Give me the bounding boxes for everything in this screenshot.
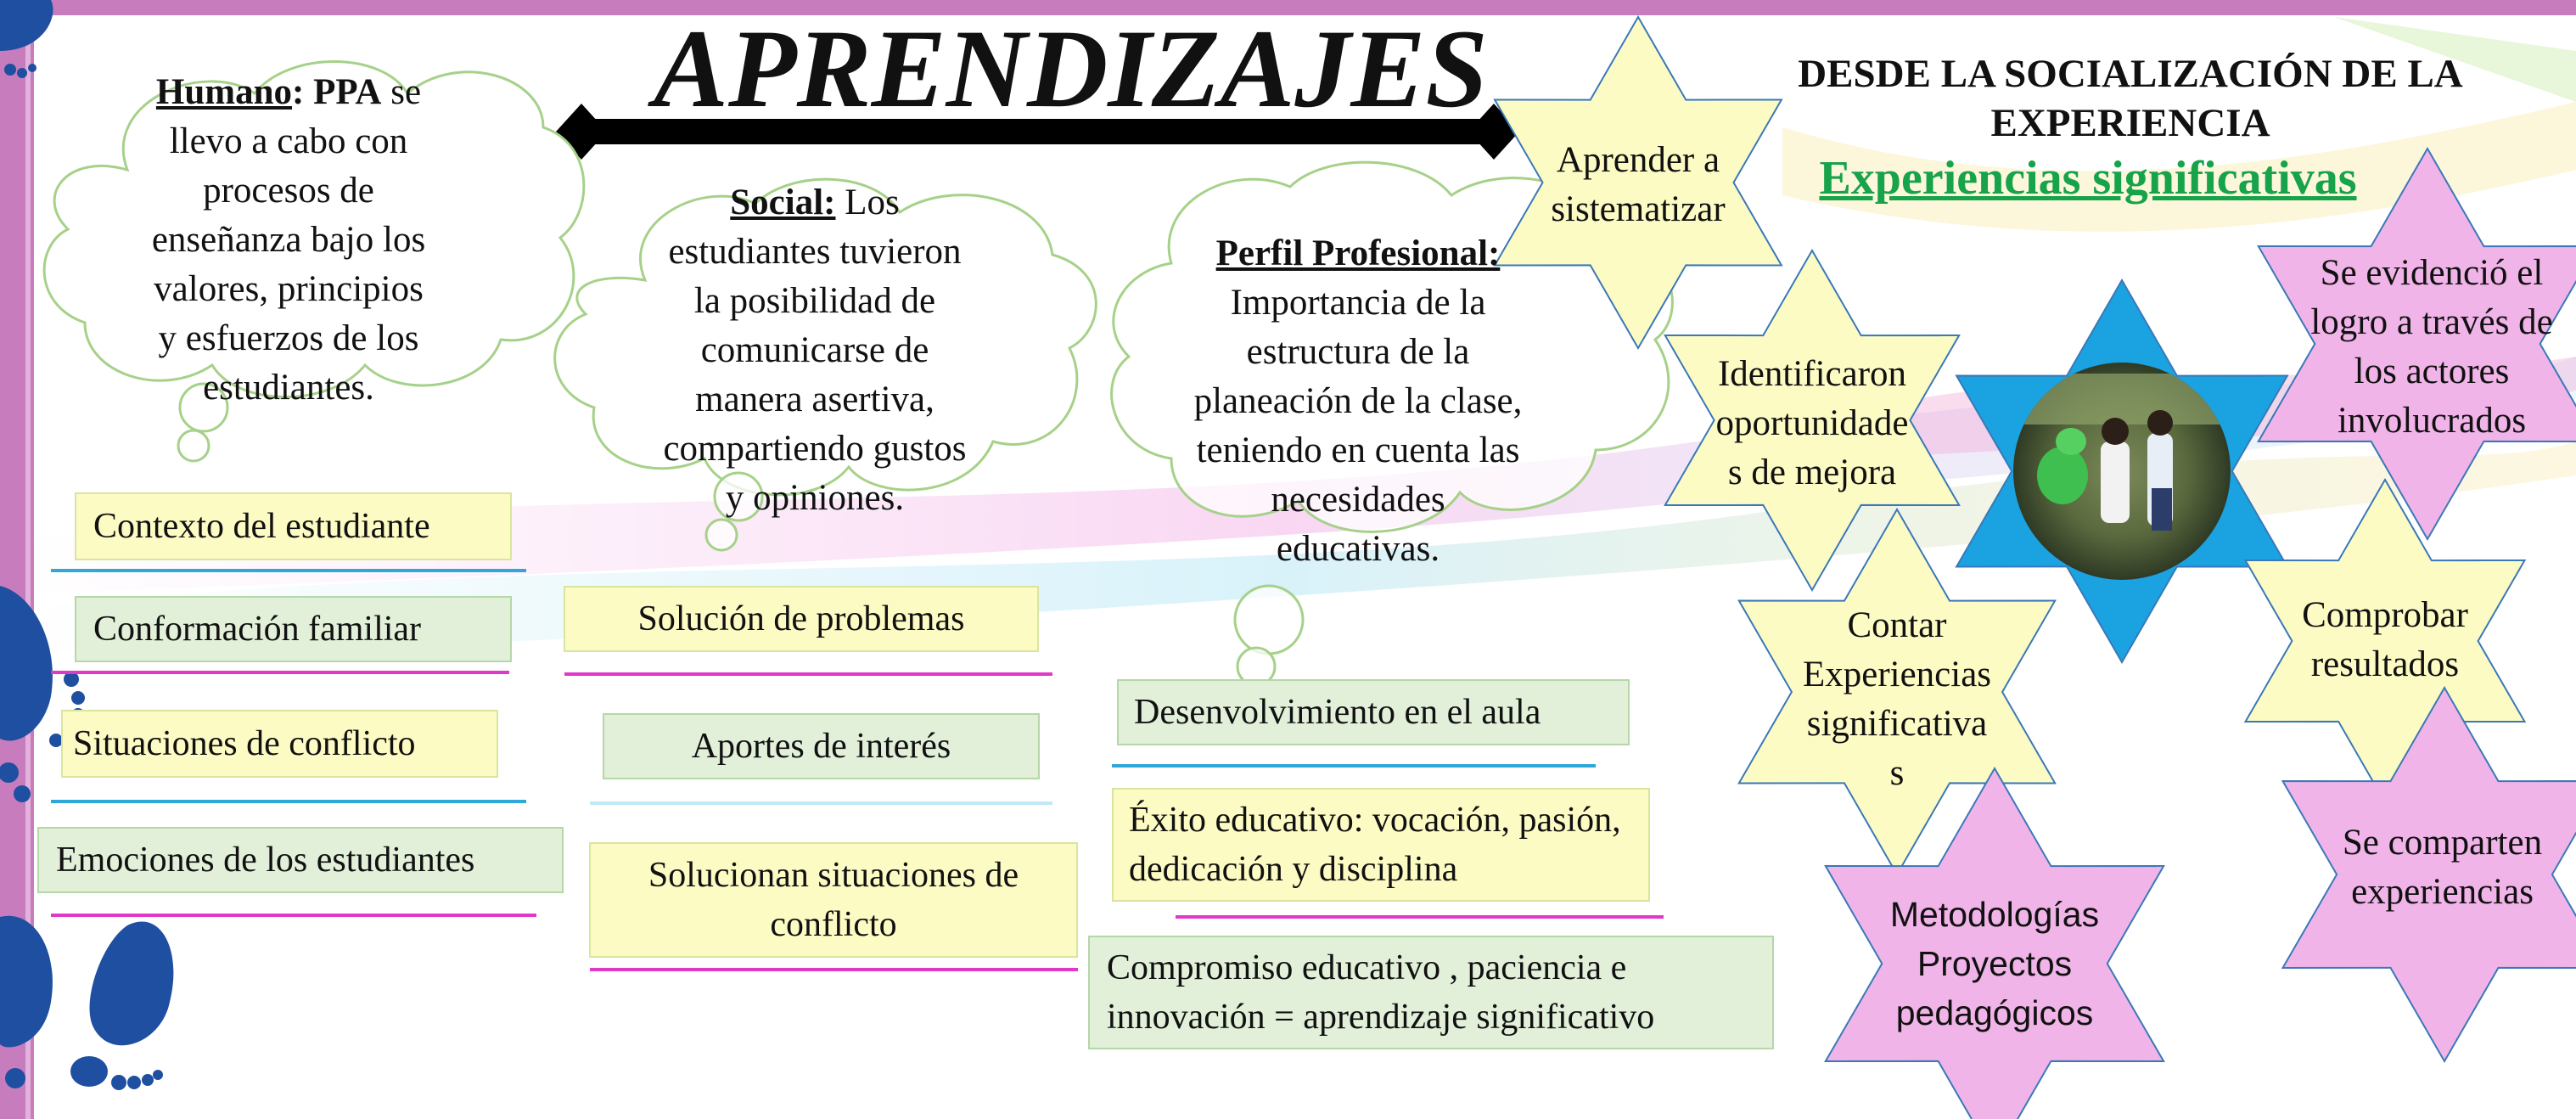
star-metodologias-line: Proyectos [1917,944,2073,983]
social-line-7: y opiniones. [725,478,905,518]
page-title: APRENDIZAJES [654,6,1488,131]
social-line-3: la posibilidad de [693,281,936,321]
star-metodologias-shape [1824,766,2165,1119]
star-contar-line: significativa [1806,704,1988,744]
humano-line-3: procesos de [203,171,374,211]
star-contar-line: Contar [1847,605,1947,645]
humano-bold: PPA [304,72,382,112]
star-evidencio: Se evidenció el logro a través de los ac… [2287,249,2576,446]
box-solucion-problemas: Solución de problemas [564,586,1039,652]
box-solucionan-conflicto: Solucionan situaciones de conflicto [589,842,1078,958]
social-line-1: Los [835,183,900,222]
star-metodologias-line: Metodologías [1889,895,2100,934]
star-comparten-shape [2281,685,2576,1064]
cloud-humano: Humano: PPA se llevo a cabo con procesos… [102,68,475,413]
social-label: Social: [730,183,836,222]
star-metodologias-line: pedagógicos [1895,993,2094,1032]
header-line-2: EXPERIENCIA [1990,101,2270,145]
perfil-line-6: necesidades [1271,480,1445,520]
humano-colon: : [292,72,305,112]
star-identificar-line: Identificaron [1717,354,1907,394]
box-situaciones: Situaciones de conflicto [61,710,498,778]
star-aprender-line: Aprender a [1556,140,1720,180]
box-contexto: Contexto del estudiante [75,492,512,560]
social-line-4: comunicarse de [700,330,929,370]
box-emociones: Emociones de los estudiantes [37,827,564,893]
perfil-line-5: teniendo en cuenta las [1196,430,1520,470]
star-evidencio-shape [2257,146,2576,542]
star-comprobar-line: resultados [2310,644,2460,684]
social-line-2: estudiantes tuvieron [668,232,962,272]
star-contar-line: s [1889,753,1905,793]
perfil-line-7: educativas. [1276,529,1440,569]
star-aprender-line: sistematizar [1551,189,1726,229]
star-evidencio-line: los actores [2354,351,2510,391]
social-line-6: compartiendo gustos [663,429,967,469]
perfil-line-2: Importancia de la [1230,283,1486,323]
star-comparten-line: experiencias [2351,872,2534,912]
social-line-5: manera asertiva, [695,380,934,419]
star-aprender-shape [1493,14,1783,351]
humano-line-6: y esfuerzos de los [158,318,419,358]
humano-line-5: valores, principios [154,269,424,309]
header-line-1: DESDE LA SOCIALIZACIÓN DE LA [1798,52,2463,96]
star-contar: Contar Experiencias significativa s [1770,601,2024,798]
star-identificar: Identificaron oportunidade s de mejora [1685,350,1939,498]
box-exito: Éxito educativo: vocación, pasión, dedic… [1112,788,1650,902]
star-metodologias: Metodologías Proyectos pedagógicos [1867,890,2122,1037]
star-comprobar-line: Comprobar [2302,595,2468,635]
star-identificar-line: s de mejora [1727,453,1897,492]
star-comparten: Se comparten experiencias [2309,818,2576,917]
star-evidencio-line: Se evidenció el [2320,253,2544,293]
perfil-line-3: estructura de la [1246,332,1470,372]
box-desenvolvimiento: Desenvolvimiento en el aula [1117,679,1630,745]
star-contar-line: Experiencias [1802,655,1992,694]
perfil-line-4: planeación de la clase, [1193,381,1523,421]
children-photo [2013,363,2231,580]
humano-line-1: se [381,72,422,112]
star-comprobar: Comprobar resultados [2258,591,2512,689]
star-aprender: Aprender a sistematizar [1511,136,1765,234]
humano-line-4: enseñanza bajo los [151,220,426,260]
perfil-label: Perfil Profesional: [1215,233,1501,273]
star-evidencio-line: logro a través de [2310,302,2553,342]
humano-line-2: llevo a cabo con [169,121,408,161]
box-compromiso: Compromiso educativo , paciencia e innov… [1088,936,1774,1049]
box-conformacion: Conformación familiar [75,596,512,662]
cloud-perfil: Perfil Profesional: Importancia de la es… [1154,229,1562,574]
humano-label: Humano [155,72,293,112]
header-title: DESDE LA SOCIALIZACIÓN DE LA EXPERIENCIA [1765,49,2495,148]
box-aportes: Aportes de interés [603,713,1040,779]
star-evidencio-line: involucrados [2337,401,2527,441]
star-comparten-line: Se comparten [2342,823,2543,863]
cloud-social: Social: Los estudiantes tuvieron la posi… [628,178,1002,523]
star-identificar-line: oportunidade [1715,403,1909,443]
header-subtitle: Experiencias significativas [1819,152,2357,205]
humano-line-7: estudiantes. [203,368,374,408]
star-identificar-shape [1664,248,1961,593]
